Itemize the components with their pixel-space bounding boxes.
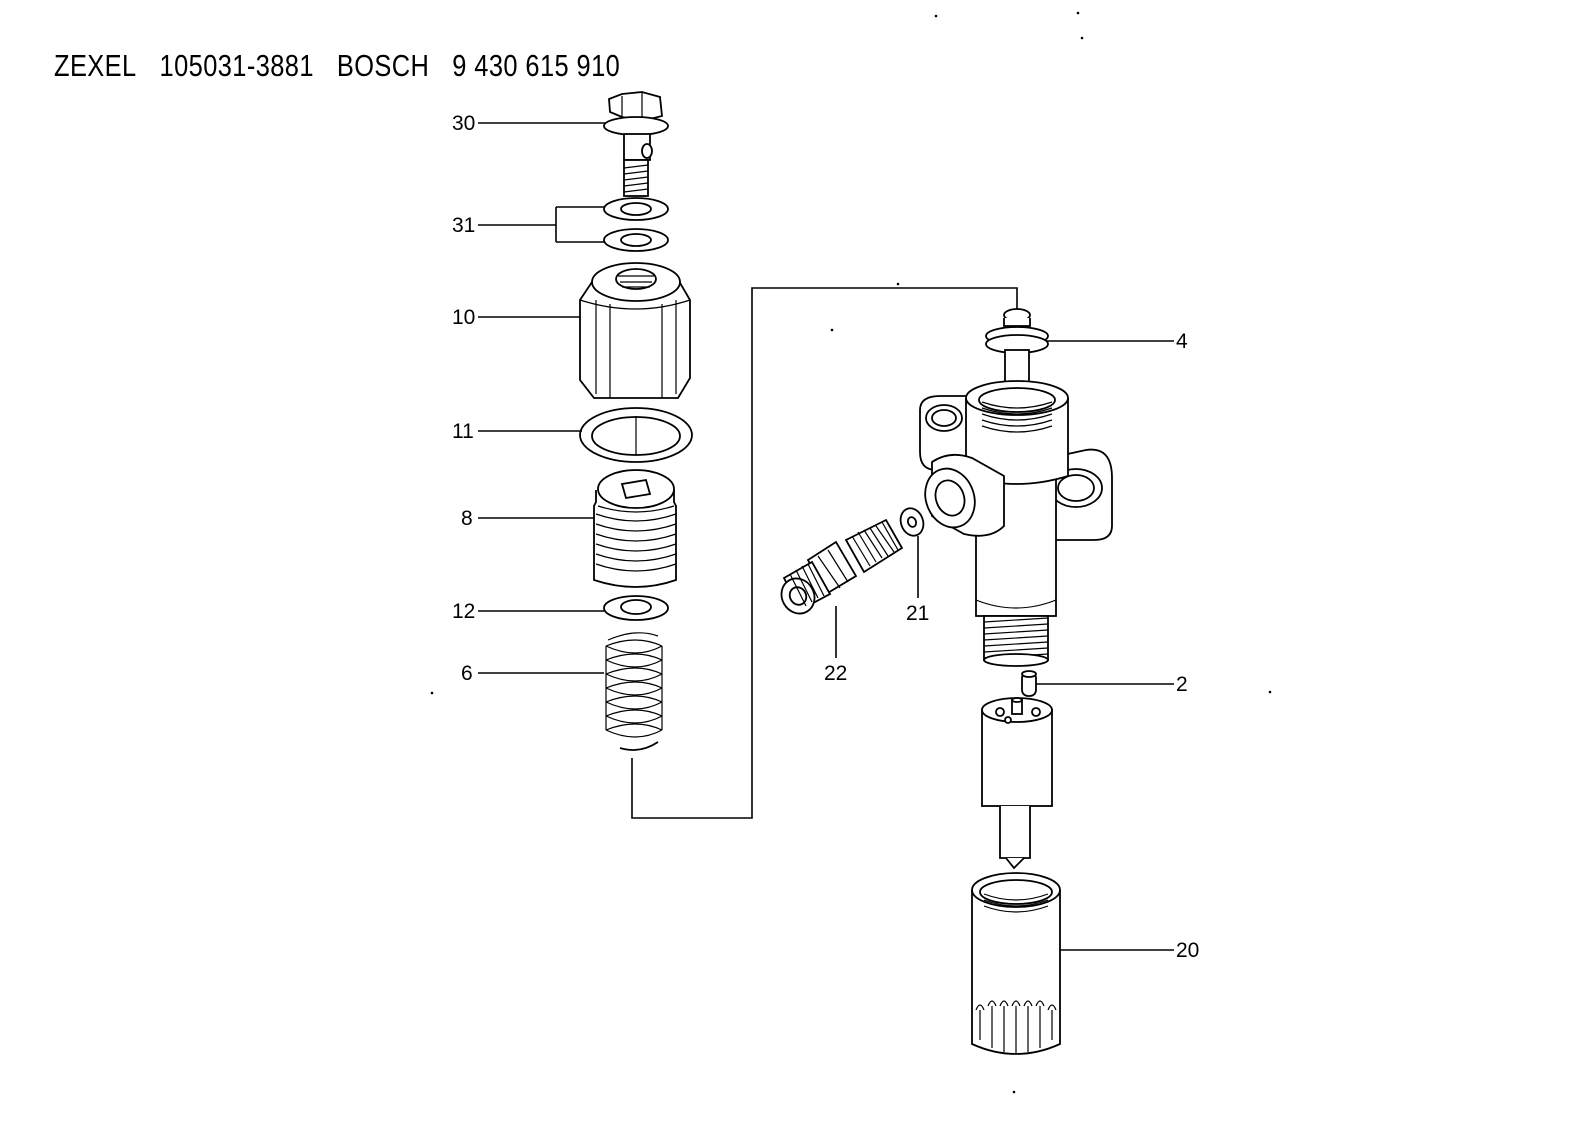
cap-nut: [579, 262, 691, 399]
nozzle: [981, 697, 1053, 870]
callout-4: 4: [1176, 330, 1188, 353]
callout-11: 11: [452, 420, 474, 443]
drawing-title: ZEXEL 105031-3881 BOSCH 9 430 615 910: [54, 48, 643, 84]
seal-ring: [579, 407, 693, 463]
callout-20: 20: [1176, 939, 1199, 962]
title-brand-zexel: ZEXEL: [54, 48, 137, 83]
callout-8: 8: [461, 507, 473, 530]
callout-30: 30: [452, 112, 475, 135]
leader-lines: [478, 122, 1174, 951]
title-bosch-part-number: 9 430 615 910: [452, 48, 621, 83]
callout-10: 10: [452, 306, 475, 329]
scan-specks: [430, 11, 1272, 1094]
callout-31: 31: [452, 214, 475, 237]
pressure-spring: [605, 632, 663, 751]
assembly-path-line: [631, 287, 1018, 819]
callout-12: 12: [452, 600, 475, 623]
callout-22: 22: [824, 662, 847, 685]
washer: [899, 507, 925, 537]
connector: [780, 518, 904, 615]
title-zexel-part-number: 105031-3881: [159, 48, 314, 83]
dowel-pin: [1021, 670, 1037, 697]
callout-6: 6: [461, 662, 473, 685]
gasket-pair: [603, 197, 669, 252]
retaining-nut: [971, 872, 1061, 1055]
callout-2: 2: [1176, 673, 1188, 696]
spring-seat: [593, 469, 677, 588]
shim: [603, 595, 669, 621]
title-brand-bosch: BOSCH: [336, 48, 430, 83]
callout-21: 21: [906, 602, 929, 625]
banjo-bolt: [603, 91, 669, 197]
nozzle-holder-body: [919, 380, 1113, 667]
